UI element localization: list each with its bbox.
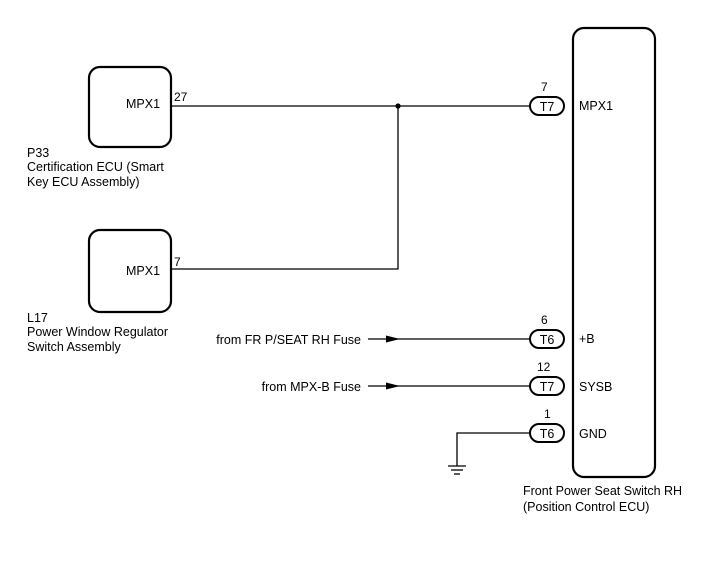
p33-code: P33 bbox=[27, 146, 49, 160]
splice-point bbox=[395, 103, 401, 109]
seat-switch-name-line2: (Position Control ECU) bbox=[523, 500, 649, 514]
l17-code: L17 bbox=[27, 311, 48, 325]
connector-t7-sysb-id: T7 bbox=[540, 380, 555, 394]
mpx-b-fuse-arrow-icon bbox=[386, 382, 400, 390]
mpx-b-fuse-source: from MPX-B Fuse bbox=[262, 380, 361, 394]
connector-t6-gnd-pin: 1 bbox=[544, 407, 551, 421]
connector-t7-sysb bbox=[529, 376, 565, 396]
p33-name-line1: Certification ECU (Smart bbox=[27, 160, 164, 174]
connector-t7-sysb-pin: 12 bbox=[537, 360, 551, 374]
l17-name-line1: Power Window Regulator bbox=[27, 325, 168, 339]
l17-pin-number: 7 bbox=[174, 255, 181, 269]
connector-t6-gnd bbox=[529, 423, 565, 443]
l17-terminal-label: MPX1 bbox=[126, 264, 160, 278]
ground-icon bbox=[448, 465, 466, 475]
l17-name-line2: Switch Assembly bbox=[27, 340, 122, 354]
seat-terminal-gnd: GND bbox=[579, 427, 607, 441]
l17-switch-box bbox=[87, 228, 173, 314]
seat-switch-box bbox=[571, 26, 657, 479]
connector-t6-plusb bbox=[529, 329, 565, 349]
connector-t7-mpx1-id: T7 bbox=[540, 100, 555, 114]
seat-switch-name-line1: Front Power Seat Switch RH bbox=[523, 484, 682, 498]
p33-pin-number: 27 bbox=[174, 90, 188, 104]
connector-t7-mpx1-pin: 7 bbox=[541, 80, 548, 94]
seat-terminal-mpx1: MPX1 bbox=[579, 99, 613, 113]
fr-seat-fuse-arrow-icon bbox=[386, 335, 400, 343]
p33-name-line2: Key ECU Assembly) bbox=[27, 175, 140, 189]
fr-seat-fuse-source: from FR P/SEAT RH Fuse bbox=[216, 333, 361, 347]
p33-ecu-box bbox=[87, 65, 173, 149]
p33-terminal-label: MPX1 bbox=[126, 97, 160, 111]
connector-t6-plusb-id: T6 bbox=[540, 333, 555, 347]
connector-t6-gnd-id: T6 bbox=[540, 427, 555, 441]
seat-terminal-sysb: SYSB bbox=[579, 380, 612, 394]
ground-wire bbox=[456, 432, 530, 466]
connector-t6-plusb-pin: 6 bbox=[541, 313, 548, 327]
seat-terminal-plusb: +B bbox=[579, 332, 595, 346]
mpx1-wire-branch bbox=[171, 106, 399, 270]
connector-t7-mpx1 bbox=[529, 96, 565, 116]
